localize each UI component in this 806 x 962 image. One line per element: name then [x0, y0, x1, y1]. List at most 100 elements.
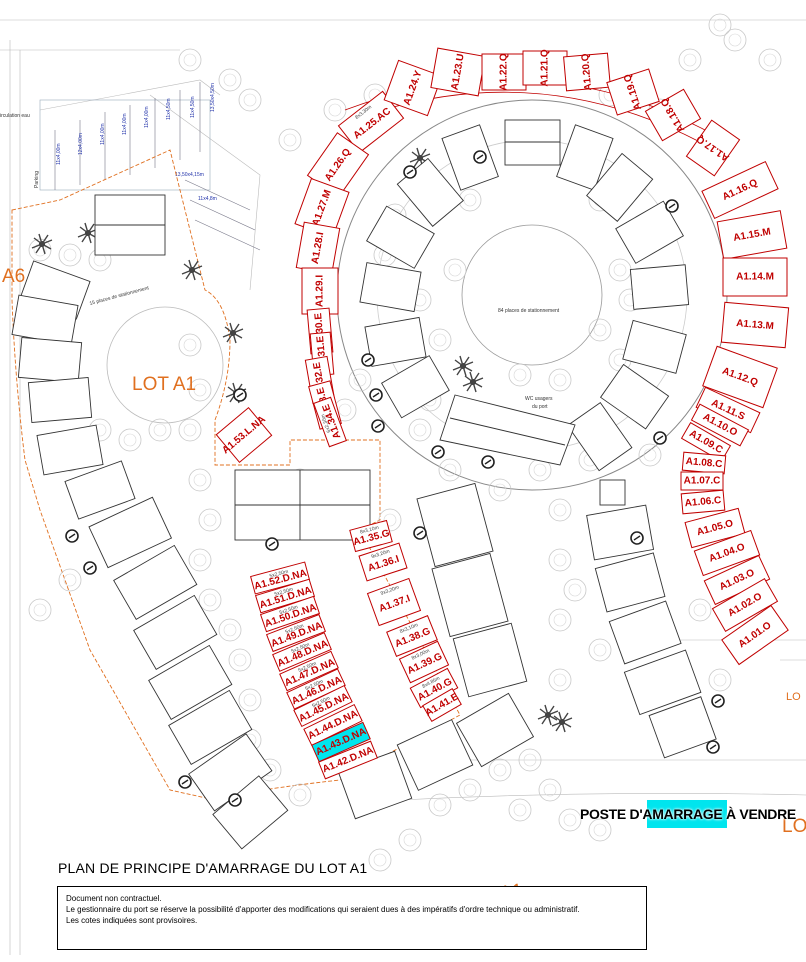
notice-box: Document non contractuel. Le gestionnair… — [57, 886, 647, 950]
lot-label-right-2: LO — [782, 816, 806, 837]
berth-outline — [701, 160, 779, 220]
berth-a1-18-q[interactable]: A1.18.Q — [644, 88, 702, 142]
west-parking-label: 15 places de stationnement — [89, 285, 150, 307]
berth-outline — [303, 703, 363, 747]
berth-a1-15-m[interactable]: A1.15.M — [716, 210, 788, 260]
berth-a1-04-o[interactable]: A1.04.O — [693, 529, 761, 577]
berth-a1-26-q[interactable]: A1.26.Q — [306, 132, 370, 198]
boat-slots-top-left — [54, 82, 261, 251]
berth-a1-19-q[interactable]: A1.19.Q — [606, 67, 660, 116]
notice-line-3: Les cotes indiquées sont provisoires. — [66, 916, 198, 925]
boat-slot-dims: 11x4,00m 12x4,00m 11x4,00m 11x4,00m 11x4… — [56, 83, 217, 202]
notice-line-1: Document non contractuel. — [66, 894, 162, 903]
berth-outline — [259, 595, 321, 633]
berth-outline — [684, 507, 746, 549]
berth-label: A1.13.M — [736, 318, 775, 332]
svg-text:11x4,00m: 11x4,00m — [122, 113, 128, 135]
berth-a1-29-i[interactable]: A1.29.I — [301, 267, 339, 315]
svg-text:11x4,00m: 11x4,00m — [56, 143, 62, 165]
berth-outline — [318, 740, 378, 780]
berth-dimension: 5x2,50m — [279, 604, 299, 616]
circulation-label: irculation eau — [0, 113, 30, 119]
berth-outline — [721, 604, 789, 666]
berth-outline — [693, 529, 761, 577]
berth-label: A1.20.Q — [580, 53, 594, 91]
lot-label-right-1: LO — [786, 691, 801, 703]
berth-outline — [690, 403, 750, 447]
berth-outline — [644, 88, 702, 142]
berth-dimension: 5x2,50m — [274, 587, 294, 598]
berth-outline — [680, 422, 732, 462]
central-parking-label: 84 places de stationnement — [498, 308, 560, 314]
plan-title: PLAN DE PRINCIPE D'AMARRAGE DU LOT A1 — [58, 860, 368, 876]
lot-label-main: LOT A1 — [132, 374, 196, 395]
parking-vertical-label: Parking — [34, 171, 40, 188]
berth-outline — [358, 542, 408, 582]
svg-text:13,50x4,15m: 13,50x4,15m — [175, 172, 204, 178]
berth-a1-14-m[interactable]: A1.14.M — [722, 257, 788, 297]
berth-a1-53-l-na[interactable]: A1.53.L.NA — [212, 404, 276, 466]
berth-label: A1.21.Q — [540, 49, 551, 86]
berth-outline — [722, 257, 788, 297]
berth-outline — [398, 640, 450, 684]
berth-outline — [685, 119, 741, 177]
background-lines — [0, 19, 806, 955]
berth-outline — [293, 684, 353, 728]
berth-dimension: 9x3,20m — [370, 549, 390, 561]
berth-outline — [254, 578, 316, 614]
berth-a1-05-o[interactable]: A1.05.O — [684, 507, 746, 549]
berth-a1-21-q[interactable]: A1.21.Q — [522, 49, 568, 87]
berth-outline — [250, 561, 310, 595]
berth-a1-16-q[interactable]: A1.16.Q — [701, 160, 779, 220]
berth-label: A1.06.C — [684, 495, 722, 509]
wc-label-2: du port — [532, 404, 548, 410]
berth-outline — [606, 68, 660, 116]
berth-outline — [720, 301, 790, 349]
berth-label: A1.07.C — [684, 476, 721, 487]
berth-label: A1.22.Q — [499, 53, 510, 90]
svg-text:11x4,50m: 11x4,50m — [190, 96, 196, 118]
berth-outline — [563, 52, 611, 92]
svg-text:11x4,00m: 11x4,00m — [144, 106, 150, 128]
buildings — [11, 119, 717, 850]
svg-text:11x4,8m: 11x4,8m — [198, 196, 217, 202]
berth-dimension: 8x3,10m — [359, 525, 379, 536]
berth-outline — [366, 577, 422, 627]
legend-for-sale-label: POSTE D'AMARRAGE À VENDRE — [580, 806, 796, 822]
wc-label-1: WC usagers — [525, 396, 553, 402]
berth-outline — [349, 519, 393, 553]
berth-outline — [702, 345, 778, 409]
svg-text:13,50x4,50m: 13,50x4,50m — [210, 83, 216, 112]
svg-text:12x4,00m: 12x4,00m — [78, 133, 84, 155]
berth-a1-17-q[interactable]: A1.17.Q — [685, 119, 741, 177]
berth-a1-22-q[interactable]: A1.22.Q — [481, 53, 527, 91]
berth-a1-24-y[interactable]: A1.24.Y — [383, 59, 443, 117]
berth-outline — [383, 59, 443, 117]
berth-a1-13-m[interactable]: A1.13.M — [720, 301, 790, 349]
berth-label: A1.08.C — [685, 456, 723, 470]
berth-a1-07-c[interactable]: A1.07.C — [680, 471, 724, 491]
for-sale-swatch — [647, 800, 727, 828]
berth-outline — [337, 90, 405, 154]
berth-outline — [716, 210, 788, 260]
berth-label: A1.29.I — [315, 275, 326, 307]
berth-outline — [386, 615, 438, 657]
berth-outline — [680, 489, 726, 515]
lot-label-left: A6 — [2, 266, 25, 287]
berth-a1-28-i[interactable]: A1.28.I — [295, 221, 341, 275]
berth-a1-12-q[interactable]: A1.12.Q — [702, 345, 778, 409]
berth-a1-20-q[interactable]: A1.20.Q — [563, 51, 611, 92]
berth-outline — [272, 632, 332, 672]
berth-a1-08-c[interactable]: A1.08.C — [681, 451, 727, 475]
berth-outline — [279, 650, 339, 692]
berth-a1-06-c[interactable]: A1.06.C — [680, 489, 726, 515]
berth-outline — [265, 613, 327, 653]
berth-outline — [680, 471, 724, 491]
berth-a1-23-u[interactable]: A1.23.U — [430, 47, 486, 97]
